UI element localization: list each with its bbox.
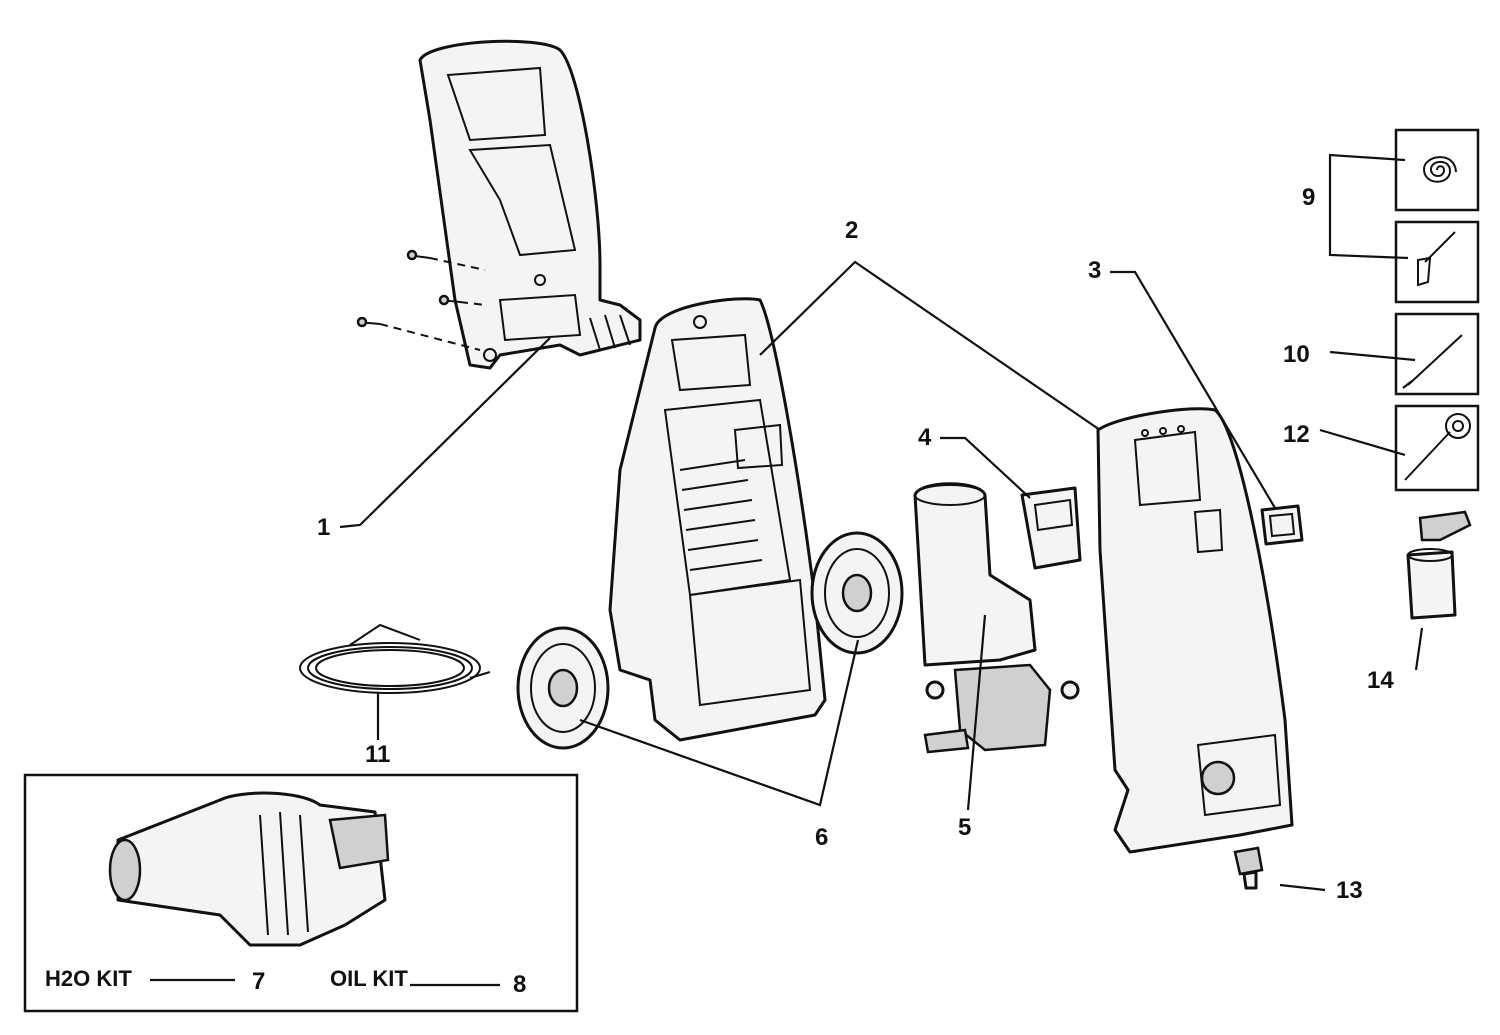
- handle-part: [418, 39, 642, 370]
- leader-1: [339, 337, 551, 529]
- leader-9: [1328, 153, 1409, 260]
- callout-14: 14: [1367, 667, 1394, 694]
- switch-housing-part: [1020, 486, 1082, 570]
- callout-10: 10: [1283, 341, 1310, 368]
- callout-9: 9: [1302, 184, 1315, 211]
- h2o-kit-label: H2O KIT: [45, 966, 132, 991]
- wheel-left: [516, 626, 610, 750]
- leader-3: [1110, 270, 1276, 509]
- leader-14: [1414, 627, 1424, 671]
- rocker-switch-part: [1260, 504, 1304, 546]
- wheel-right: [810, 531, 904, 655]
- spray-gun-box: [1394, 220, 1480, 304]
- detergent-bottle-part: [1406, 510, 1472, 620]
- callout-13: 13: [1336, 877, 1363, 904]
- leader-10: [1329, 350, 1416, 362]
- callout-5: 5: [958, 814, 971, 841]
- callout-3: 3: [1088, 257, 1101, 284]
- front-cover-part: [1096, 407, 1294, 854]
- callout-2: 2: [845, 217, 858, 244]
- callout-11: 11: [365, 741, 390, 768]
- leader-6: [579, 639, 860, 807]
- callout-7: 7: [252, 968, 265, 995]
- callout-4: 4: [918, 424, 932, 451]
- leader-12: [1319, 428, 1406, 457]
- screws: [356, 249, 486, 351]
- spiral-hose-icon: [1422, 156, 1457, 183]
- leader-2: [759, 260, 1101, 431]
- spray-gun-icon: [1417, 231, 1456, 287]
- callout-1: 1: [317, 514, 330, 541]
- leader-13: [1279, 883, 1326, 892]
- callout-6: 6: [815, 824, 828, 851]
- turbo-nozzle-icon: [1404, 431, 1451, 481]
- leader-4: [940, 436, 1031, 499]
- turbo-nozzle-box: [1394, 404, 1480, 492]
- callout-8: 8: [513, 971, 526, 998]
- hose-part: [299, 623, 491, 694]
- callout-12: 12: [1283, 421, 1310, 448]
- knob-part: [1233, 846, 1264, 890]
- pump-kit-inset: [23, 773, 579, 1013]
- rear-housing-part: [608, 297, 827, 742]
- hose-reel-box: [1394, 128, 1480, 212]
- motor-pump-part: [913, 482, 1080, 754]
- wand-box: [1394, 312, 1480, 396]
- oil-kit-label: OIL KIT: [330, 966, 408, 991]
- leader-5: [966, 614, 987, 811]
- wand-icon: [1407, 334, 1463, 386]
